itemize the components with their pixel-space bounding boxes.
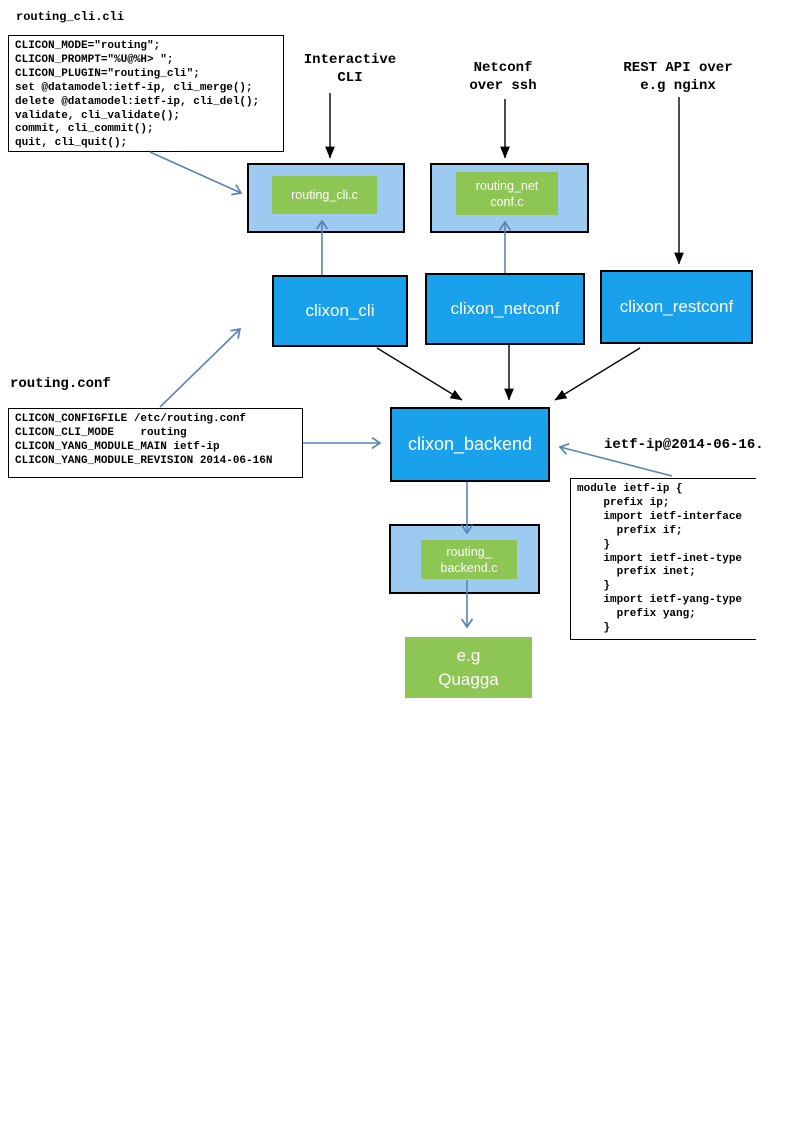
netconf-over-ssh-label: Netconf over ssh bbox=[469, 60, 537, 94]
conf-file-code-box: CLICON_CONFIGFILE /etc/routing.conf CLIC… bbox=[8, 408, 303, 478]
routing-netconf-c-box: routing_net conf.c bbox=[456, 172, 558, 215]
yang-module-label: ietf-ip@2014-06-16. bbox=[604, 437, 764, 453]
routing-backend-c-box: routing_ backend.c bbox=[421, 540, 517, 579]
interactive-cli-label: Interactive CLI bbox=[303, 52, 397, 86]
clixon-backend-box: clixon_backend bbox=[390, 407, 550, 482]
routing-cli-c-box: routing_cli.c bbox=[272, 176, 377, 214]
arrow-clifile-to-plugin-cli bbox=[149, 151, 243, 196]
clixon-restconf-box: clixon_restconf bbox=[600, 270, 753, 344]
arrow-conf-to-clixon-cli bbox=[159, 327, 242, 408]
arrow-restconf-to-backend bbox=[554, 347, 641, 401]
yang-module-code-box: module ietf-ip { prefix ip; import ietf-… bbox=[570, 478, 756, 640]
quagga-box: e.g Quagga bbox=[405, 637, 532, 698]
conf-file-title: routing.conf bbox=[10, 376, 111, 392]
clixon-netconf-box: clixon_netconf bbox=[425, 273, 585, 345]
rest-api-label: REST API over e.g nginx bbox=[623, 60, 733, 94]
cli-file-title: routing_cli.cli bbox=[16, 10, 125, 24]
arrow-cli-to-backend bbox=[376, 347, 463, 401]
cli-file-code-box: CLICON_MODE="routing"; CLICON_PROMPT="%U… bbox=[8, 35, 284, 152]
clixon-cli-box: clixon_cli bbox=[272, 275, 408, 347]
